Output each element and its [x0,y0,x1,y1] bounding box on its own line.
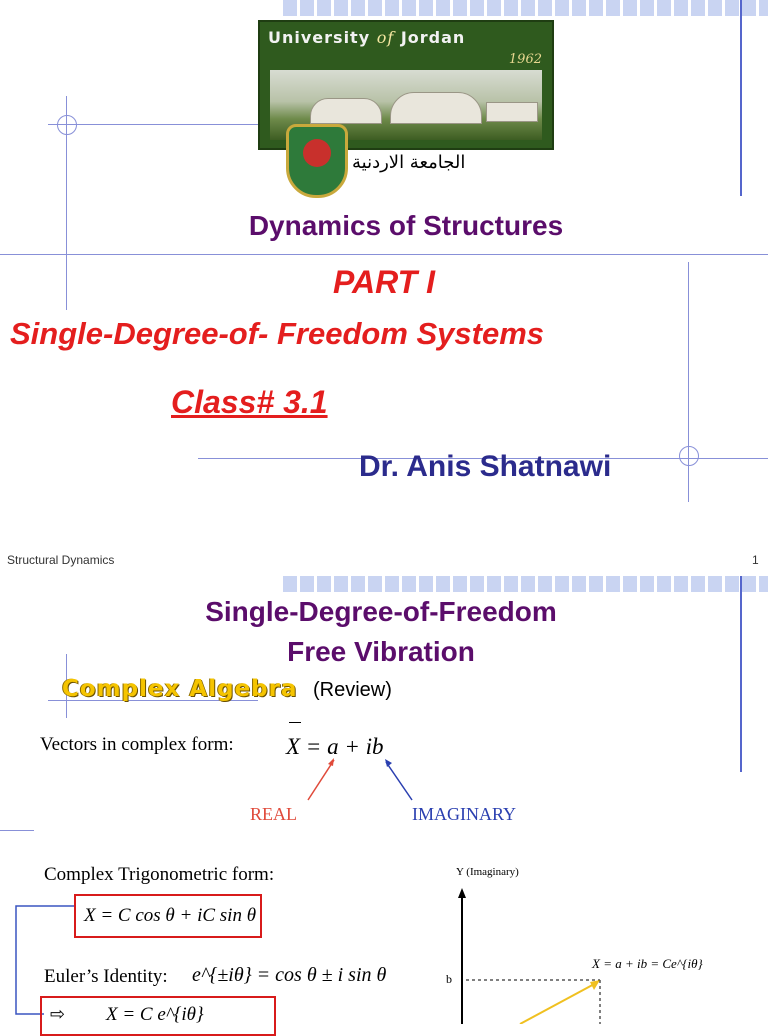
euler-label: Euler’s Identity: [44,966,168,987]
campus-building [390,92,482,124]
exp-form-equation: X = C e^{iθ} [106,1004,204,1025]
imaginary-label: IMAGINARY [412,804,517,824]
campus-building [486,102,538,122]
logo-year: 1962 [508,52,542,67]
header-checker-strip [283,576,768,592]
euler-equation: e^{±iθ} = cos θ ± i sin θ [192,964,387,986]
vector-equation: X = a + ib [286,734,384,759]
footer-course-name: Structural Dynamics [7,553,115,567]
part-title: PART I [333,264,435,300]
frame-line [66,654,67,718]
y-axis-arrowhead [458,888,466,898]
trig-form-equation: X = C cos θ + iC sin θ [84,905,257,926]
logo-name-of: of [376,28,395,47]
frame-line [740,576,742,772]
frame-line [48,700,258,701]
logo-name: University of Jordan [268,28,544,52]
imaginary-arrow [385,761,413,801]
real-label: REAL [250,804,297,824]
section-title: Complex Algebra [62,676,298,702]
frame-line [688,262,689,502]
connector-line [15,905,74,1015]
vector-arrow-accent [289,722,301,723]
trig-form-box [74,894,262,938]
slide-title-line1: Single-Degree-of-Freedom [205,596,557,627]
campus-building [310,98,382,124]
frame-line [0,830,34,831]
frame-line [66,96,67,310]
section-note: (Review) [313,679,392,701]
university-shield-emblem [286,124,348,198]
vector-line [519,981,599,1024]
implies-arrow-icon: ⇨ [50,1004,66,1025]
emblem-center [303,139,331,167]
course-title: Dynamics of Structures [248,210,564,241]
logo-arabic-name: الجامعة الاردنية [352,152,466,173]
frame-line [48,124,258,125]
frame-circle [57,115,77,135]
frame-line [740,0,742,196]
logo-name-prefix: University [268,28,371,47]
logo-name-suffix: Jordan [400,28,466,47]
topic-title: Single-Degree-of- Freedom Systems [10,316,545,351]
trig-form-label: Complex Trigonometric form: [44,864,275,885]
plot-b-label: b [446,972,452,986]
plot-y-axis-label: Y (Imaginary) [456,866,519,878]
slide-title-line2: Free Vibration [287,636,475,667]
vector-arrowhead [590,980,600,990]
imaginary-arrow-head [385,759,392,767]
header-checker-strip [283,0,768,16]
frame-line [0,254,768,255]
vectors-label: Vectors in complex form: [40,734,234,755]
page-number: 1 [752,553,759,567]
real-arrow [307,759,335,801]
frame-line [198,458,768,459]
frame-circle [679,446,699,466]
author-name: Dr. Anis Shatnawi [359,450,612,483]
real-arrow-head [328,758,334,766]
plot-vector-equation: X = a + ib = Ce^{iθ} [592,956,703,971]
class-number: Class# 3.1 [171,384,328,420]
